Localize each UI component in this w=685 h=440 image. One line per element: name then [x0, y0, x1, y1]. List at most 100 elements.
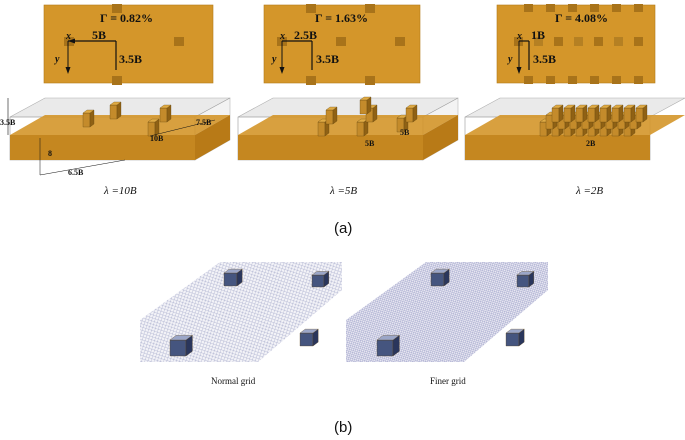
- block-3d: [325, 106, 338, 111]
- dim-3d-1-1: 8: [48, 149, 52, 158]
- block-3d: [587, 104, 600, 109]
- grid-cube: [376, 335, 400, 341]
- grid-cube: [430, 272, 445, 287]
- dim-3d-2-1: 5B: [400, 128, 410, 137]
- plan-block: [634, 76, 643, 84]
- blocks-3d-1: [82, 101, 172, 137]
- domain-3d-1: [9, 97, 231, 161]
- grid-cube: [430, 268, 450, 274]
- block-3d: [82, 112, 91, 128]
- plan-block: [634, 4, 643, 12]
- grid-cube: [311, 274, 325, 288]
- plan-block: [365, 4, 375, 13]
- grid-cube: [505, 328, 525, 334]
- block-3d: [109, 104, 118, 120]
- axis-y-label-2: y: [271, 54, 277, 65]
- block-3d: [109, 101, 122, 106]
- domain-3d-2: [237, 96, 459, 161]
- block-3d: [635, 107, 644, 123]
- grid-cube: [223, 268, 243, 274]
- block-3d: [563, 107, 572, 123]
- domain-3d-3: [464, 97, 685, 161]
- offset-label-3: 3.5B: [533, 52, 556, 66]
- plan-block: [112, 4, 122, 13]
- plan-view-2: [263, 4, 421, 85]
- block-3d: [623, 104, 636, 109]
- block-3d: [599, 104, 612, 109]
- plan-block: [336, 37, 346, 46]
- block-3d: [575, 104, 588, 109]
- plan-blocks-3: [514, 4, 643, 84]
- block-3d: [611, 104, 624, 109]
- block-3d: [611, 107, 620, 123]
- plan-block: [365, 76, 375, 85]
- grid-cube: [169, 335, 193, 341]
- panel-a-label: (a): [334, 220, 352, 237]
- block-3d: [551, 107, 560, 123]
- gamma-label-2: Γ = 1.63%: [315, 11, 368, 25]
- grid-cube: [311, 271, 330, 276]
- block-3d: [317, 121, 326, 137]
- block-3d: [359, 99, 368, 115]
- dim-3d-1-4: 7.5B: [196, 118, 212, 127]
- plan-block: [546, 4, 555, 12]
- block-3d: [635, 104, 648, 109]
- block-3d: [587, 107, 596, 123]
- plan-block: [594, 37, 603, 46]
- plan-block: [590, 4, 599, 12]
- dim-3d-1-2: 6.5B: [68, 168, 84, 177]
- grid-cube: [299, 328, 319, 334]
- dim-3d-1-3: 10B: [150, 134, 164, 143]
- offset-label-1: 3.5B: [119, 52, 142, 66]
- axis-x-label-3: x: [516, 31, 522, 42]
- plan-block: [395, 37, 405, 46]
- block-3d: [325, 109, 334, 125]
- dim-3d-1-0: 3.5B: [0, 118, 16, 127]
- plan-block: [306, 76, 316, 85]
- plan-block: [612, 76, 621, 84]
- spacing-label-1: 5B: [92, 28, 106, 42]
- gamma-label-1: Γ = 0.82%: [100, 11, 153, 25]
- grid-cube: [299, 332, 314, 347]
- grid-finer: [346, 262, 548, 362]
- grid-cube: [169, 339, 187, 357]
- plan-view-3: [496, 4, 656, 84]
- block-3d: [147, 118, 160, 123]
- offset-label-2: 3.5B: [316, 52, 339, 66]
- plan-block: [524, 4, 533, 12]
- block-3d: [563, 104, 576, 109]
- block-3d: [356, 121, 365, 137]
- grid-cube: [516, 274, 530, 288]
- dim-3d-3-0: 2B: [586, 139, 596, 148]
- finer-grid-caption: Finer grid: [430, 376, 466, 386]
- grid-cube: [376, 339, 394, 357]
- block-3d: [359, 96, 372, 101]
- plan-block: [554, 37, 563, 46]
- blocks-3d-2: [317, 96, 418, 137]
- blocks-3d-3: [539, 104, 648, 137]
- axis-y-label-1: y: [54, 54, 60, 65]
- block-3d: [599, 107, 608, 123]
- axis-y-label-3: y: [507, 54, 513, 65]
- grid-cube: [223, 272, 238, 287]
- axis-x-label-2: x: [279, 31, 285, 42]
- dim-3d-2-0: 5B: [365, 139, 375, 148]
- axis-x-label-1: x: [65, 31, 71, 42]
- panel-b-label: (b): [334, 419, 352, 436]
- gamma-label-3: Γ = 4.08%: [555, 11, 608, 25]
- spacing-label-2: 2.5B: [294, 28, 317, 42]
- plan-block: [590, 76, 599, 84]
- plan-block: [546, 76, 555, 84]
- grid-cube: [505, 332, 520, 347]
- plan-block: [112, 76, 122, 85]
- block-3d: [405, 104, 418, 109]
- plan-block: [614, 37, 623, 46]
- plan-block: [612, 4, 621, 12]
- plan-block: [568, 76, 577, 84]
- grid-normal: [140, 262, 342, 362]
- block-3d: [551, 104, 564, 109]
- grid-cubes-normal: [169, 268, 330, 357]
- plan-block: [524, 76, 533, 84]
- plan-block: [634, 37, 643, 46]
